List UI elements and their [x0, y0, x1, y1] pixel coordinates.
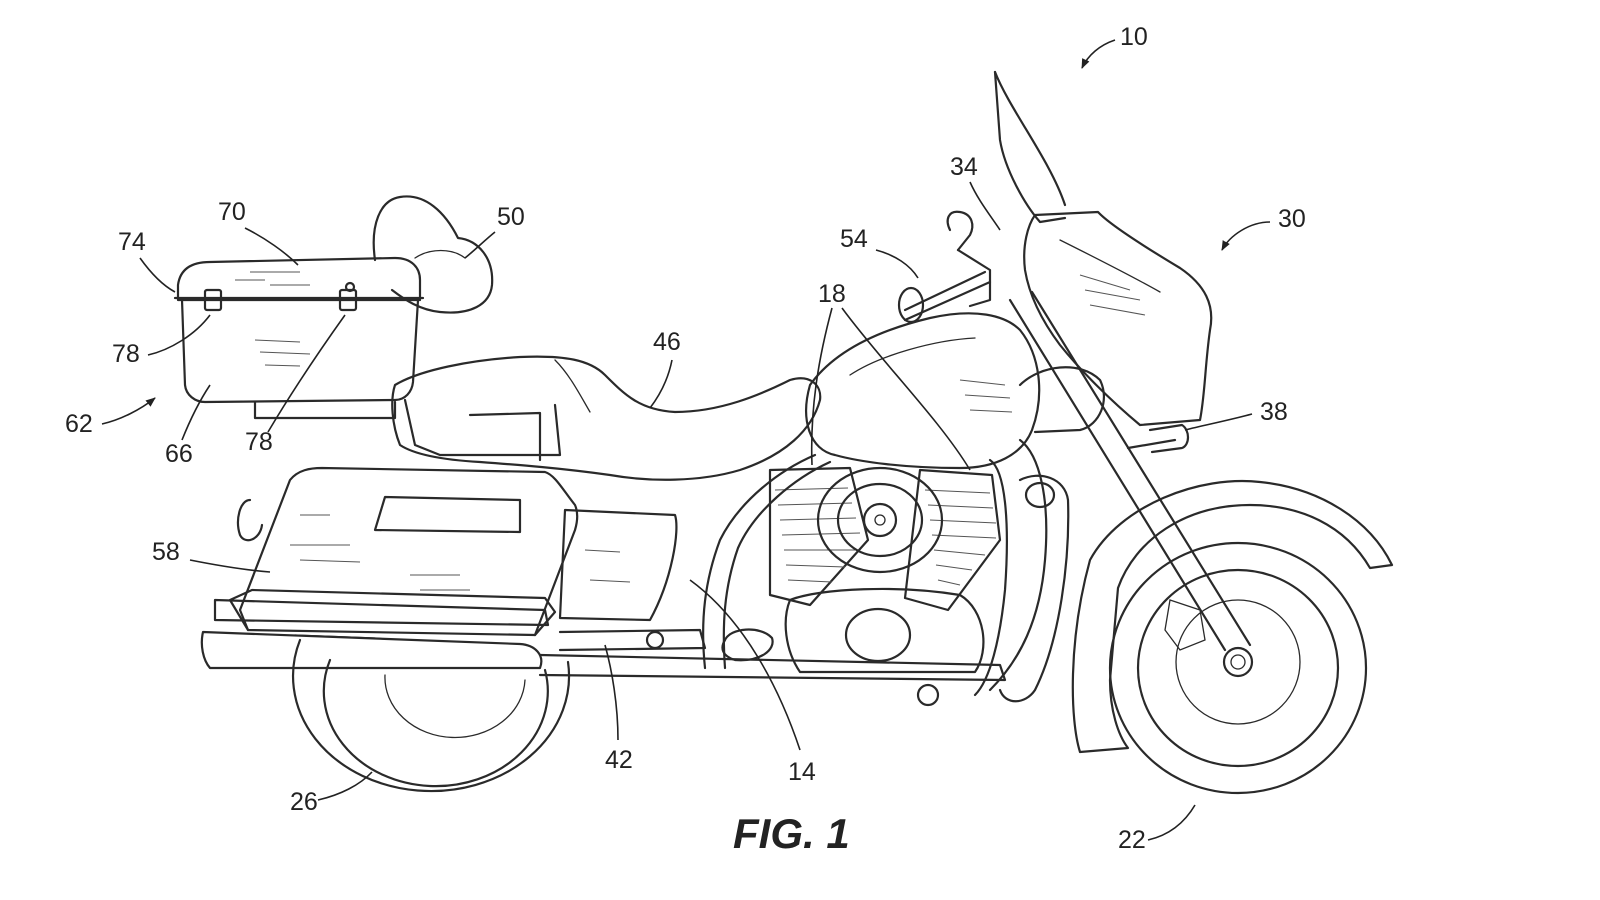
leader-26 — [317, 771, 373, 801]
label-78-right: 78 — [245, 428, 273, 456]
leader-46 — [649, 359, 673, 409]
handlebar-mirror — [897, 210, 992, 324]
label-30: 30 — [1278, 205, 1306, 233]
engine — [721, 466, 1002, 674]
backrest — [372, 195, 494, 314]
reference-labels: 10 30 34 54 18 38 46 50 70 74 78 78 62 6… — [65, 23, 1306, 854]
label-14: 14 — [788, 758, 816, 786]
label-18: 18 — [818, 280, 846, 308]
leader-74 — [139, 257, 176, 293]
label-54: 54 — [840, 225, 868, 253]
front-fender — [1071, 479, 1394, 754]
windshield-fairing — [993, 70, 1213, 427]
side-cover — [558, 508, 678, 622]
motorcycle-drawing — [173, 70, 1394, 795]
top-case — [173, 256, 425, 420]
label-42: 42 — [605, 746, 633, 774]
label-62: 62 — [65, 410, 93, 438]
leader-78-left — [147, 314, 211, 356]
leader-30 — [1221, 221, 1271, 251]
leader-50 — [464, 231, 496, 259]
label-78-left: 78 — [112, 340, 140, 368]
front-fork — [1008, 290, 1252, 652]
label-34: 34 — [950, 153, 978, 181]
leader-14 — [689, 579, 801, 751]
leader-78-right — [267, 314, 346, 433]
leader-18b — [841, 307, 971, 471]
leader-70 — [244, 227, 299, 266]
leader-18a — [810, 307, 833, 466]
leader-10 — [1081, 39, 1116, 69]
exhaust — [200, 630, 1007, 682]
label-66: 66 — [165, 440, 193, 468]
saddlebag — [213, 466, 579, 637]
leader-62 — [101, 397, 156, 425]
leader-54 — [875, 249, 919, 279]
leader-58 — [189, 559, 271, 573]
label-46: 46 — [653, 328, 681, 356]
label-70: 70 — [218, 198, 246, 226]
label-22: 22 — [1118, 826, 1146, 854]
rear-wheel — [292, 638, 571, 793]
headlight-nacelle — [1018, 366, 1105, 434]
label-50: 50 — [497, 203, 525, 231]
leader-22 — [1147, 804, 1196, 841]
label-58: 58 — [152, 538, 180, 566]
front-wheel — [1108, 541, 1368, 795]
fuel-tank — [805, 312, 1041, 470]
figure-caption: FIG. 1 — [733, 810, 850, 857]
leader-38 — [1184, 413, 1253, 431]
leader-42 — [604, 644, 619, 741]
label-10: 10 — [1120, 23, 1148, 51]
main-frame — [558, 438, 1048, 707]
seat — [391, 355, 822, 481]
engine-guard — [998, 474, 1070, 703]
label-74: 74 — [118, 228, 146, 256]
leader-34 — [969, 181, 1001, 231]
rear-frame — [403, 398, 562, 462]
label-38: 38 — [1260, 398, 1288, 426]
leader-66 — [181, 384, 211, 441]
label-26: 26 — [290, 788, 318, 816]
